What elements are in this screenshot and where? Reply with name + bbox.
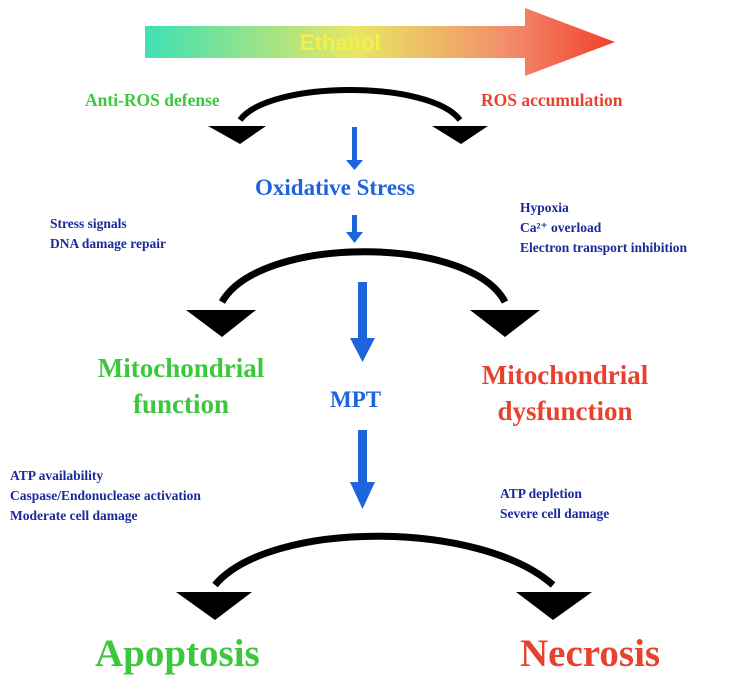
note-dna-damage-repair: DNA damage repair: [50, 236, 166, 251]
mitochondrial-function-node: Mitochondrial function: [76, 350, 286, 422]
top-curve-left-arrowhead: [208, 126, 266, 144]
middle-curve-left-arrowhead: [186, 310, 256, 337]
arrow-from-oxidative-stress-shaft: [352, 215, 357, 232]
mpt-node: MPT: [330, 387, 382, 412]
bottom-curve-left-arrowhead: [176, 592, 252, 620]
bottom-curve: [212, 532, 556, 588]
note-ca-overload: Ca²⁺ overload: [520, 220, 602, 235]
necrosis-notes: ATP depletion Severe cell damage: [500, 484, 609, 524]
arrow-to-mpt-head: [350, 338, 375, 362]
note-atp-depletion: ATP depletion: [500, 486, 582, 501]
oxidative-stress-node: Oxidative Stress: [255, 175, 415, 200]
middle-curve-right-arrowhead: [470, 310, 540, 337]
arrow-to-oxidative-stress-shaft: [352, 127, 357, 160]
ethanol-label: Ethanol: [300, 30, 381, 55]
necrosis-outcome: Necrosis: [520, 632, 661, 675]
note-electron-transport-inhibition: Electron transport inhibition: [520, 240, 688, 255]
mitochondrial-function-line-2: function: [132, 389, 230, 419]
top-curve: [237, 87, 463, 122]
note-stress-signals: Stress signals: [50, 216, 127, 231]
stress-notes-right: Hypoxia Ca²⁺ overload Electron transport…: [520, 198, 687, 258]
note-hypoxia: Hypoxia: [520, 200, 569, 215]
ros-accumulation-label: ROS accumulation: [481, 90, 623, 110]
arrow-to-mpt-shaft: [358, 282, 367, 340]
arrow-from-mpt-head: [350, 482, 375, 509]
stress-notes-left: Stress signals DNA damage repair: [50, 214, 166, 254]
mitochondrial-dysfunction-line-1: Mitochondrial: [481, 360, 649, 390]
arrow-from-oxidative-stress-head: [346, 232, 363, 243]
top-curve-right-arrowhead: [432, 126, 488, 144]
arrow-from-mpt-shaft: [358, 430, 367, 484]
note-severe-cell-damage: Severe cell damage: [500, 506, 610, 521]
note-moderate-cell-damage: Moderate cell damage: [10, 508, 138, 523]
mitochondrial-dysfunction-line-2: dysfunction: [497, 396, 633, 426]
ethanol-arrow: [145, 8, 615, 76]
middle-curve: [218, 248, 509, 304]
anti-ros-defense-label: Anti-ROS defense: [85, 90, 220, 110]
apoptosis-notes: ATP availability Caspase/Endonuclease ac…: [10, 466, 201, 526]
note-atp-availability: ATP availability: [10, 468, 104, 483]
apoptosis-outcome: Apoptosis: [95, 632, 260, 675]
mitochondrial-dysfunction-node: Mitochondrial dysfunction: [445, 357, 685, 429]
note-caspase-activation: Caspase/Endonuclease activation: [10, 488, 201, 503]
arrow-to-oxidative-stress-head: [346, 160, 363, 170]
mitochondrial-function-line-1: Mitochondrial: [97, 353, 265, 383]
bottom-curve-right-arrowhead: [516, 592, 592, 620]
